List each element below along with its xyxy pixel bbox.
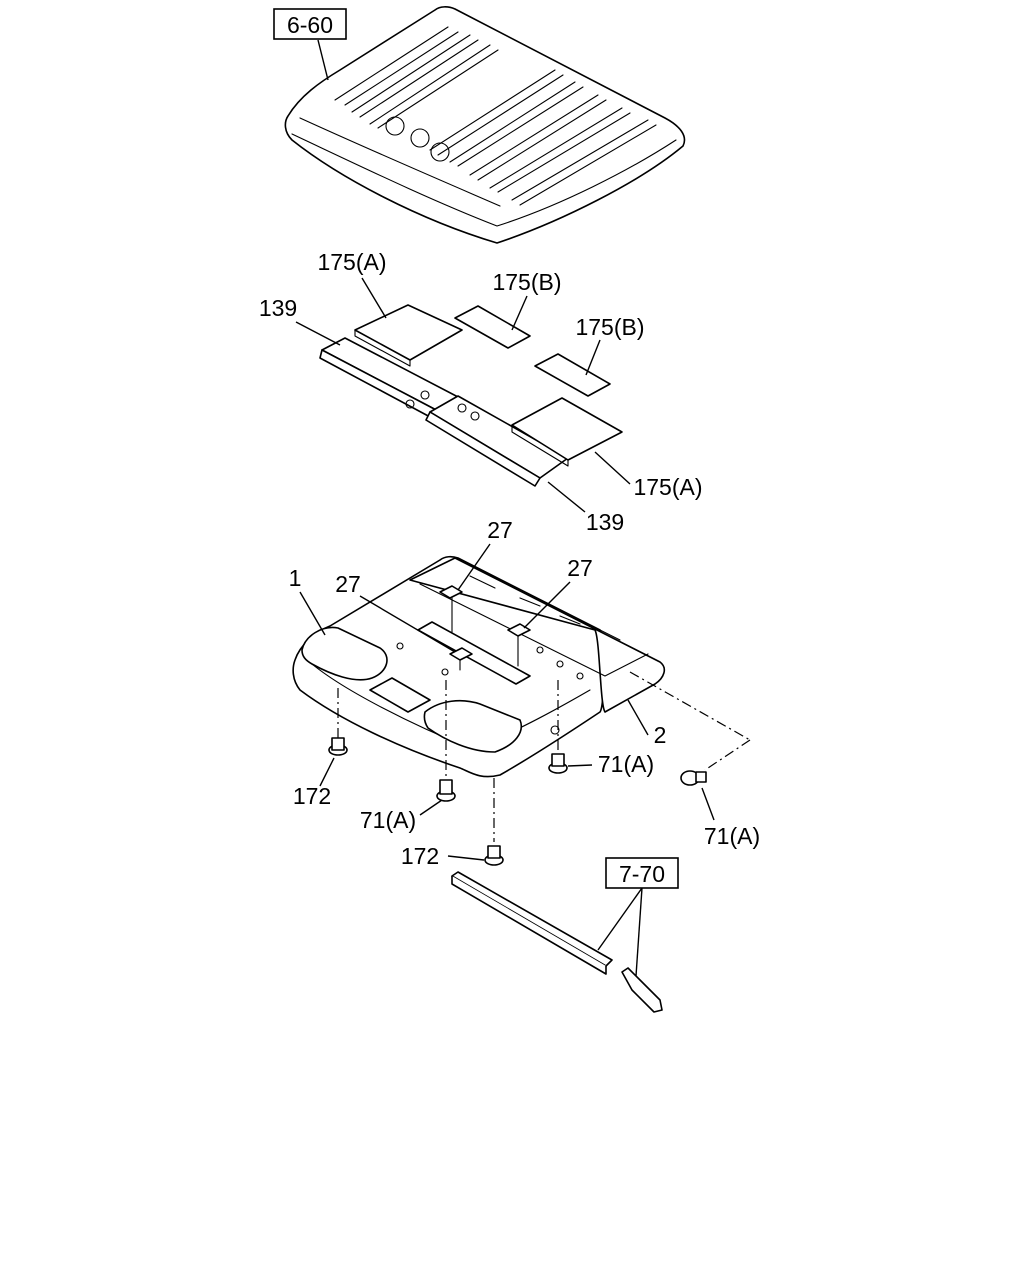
label-71a-right: 71(A)	[598, 751, 654, 777]
label-2: 2	[654, 722, 667, 748]
clip-71a-far	[680, 770, 707, 786]
roof-panel	[284, 6, 686, 244]
label-27-right: 27	[567, 555, 593, 581]
ref-box-7-70[interactable]: 7-70	[605, 857, 679, 889]
label-139-lower: 139	[586, 509, 624, 535]
label-1: 1	[289, 565, 302, 591]
label-175a-upper: 175(A)	[317, 249, 386, 275]
label-71a-left: 71(A)	[360, 807, 416, 833]
label-27-top: 27	[487, 517, 513, 543]
label-172-left: 172	[293, 783, 331, 809]
clip-27-left	[449, 647, 473, 661]
label-27-left: 27	[335, 571, 361, 597]
screw-172-left	[328, 737, 348, 756]
clip-27-top	[439, 585, 463, 599]
clip-71a-right	[548, 753, 568, 774]
pad-175b-upper	[454, 305, 531, 349]
clip-71a-left	[436, 779, 456, 802]
pad-175b-right	[534, 353, 611, 397]
label-139-upper: 139	[259, 295, 297, 321]
headlining-2	[409, 557, 666, 713]
ref-6-60-label: 6-60	[287, 12, 333, 38]
ref-box-6-60[interactable]: 6-60	[273, 8, 347, 40]
ref-7-70-label: 7-70	[619, 861, 665, 887]
label-71a-far: 71(A)	[704, 823, 760, 849]
label-175b-right: 175(B)	[575, 314, 644, 340]
pad-175a-lower	[511, 397, 623, 467]
label-175b-upper: 175(B)	[492, 269, 561, 295]
roof-rail	[451, 871, 663, 1013]
pad-175a-upper	[354, 304, 463, 367]
screw-172-bottom	[484, 845, 504, 866]
label-172-bottom: 172	[401, 843, 439, 869]
label-175a-lower: 175(A)	[633, 474, 702, 500]
